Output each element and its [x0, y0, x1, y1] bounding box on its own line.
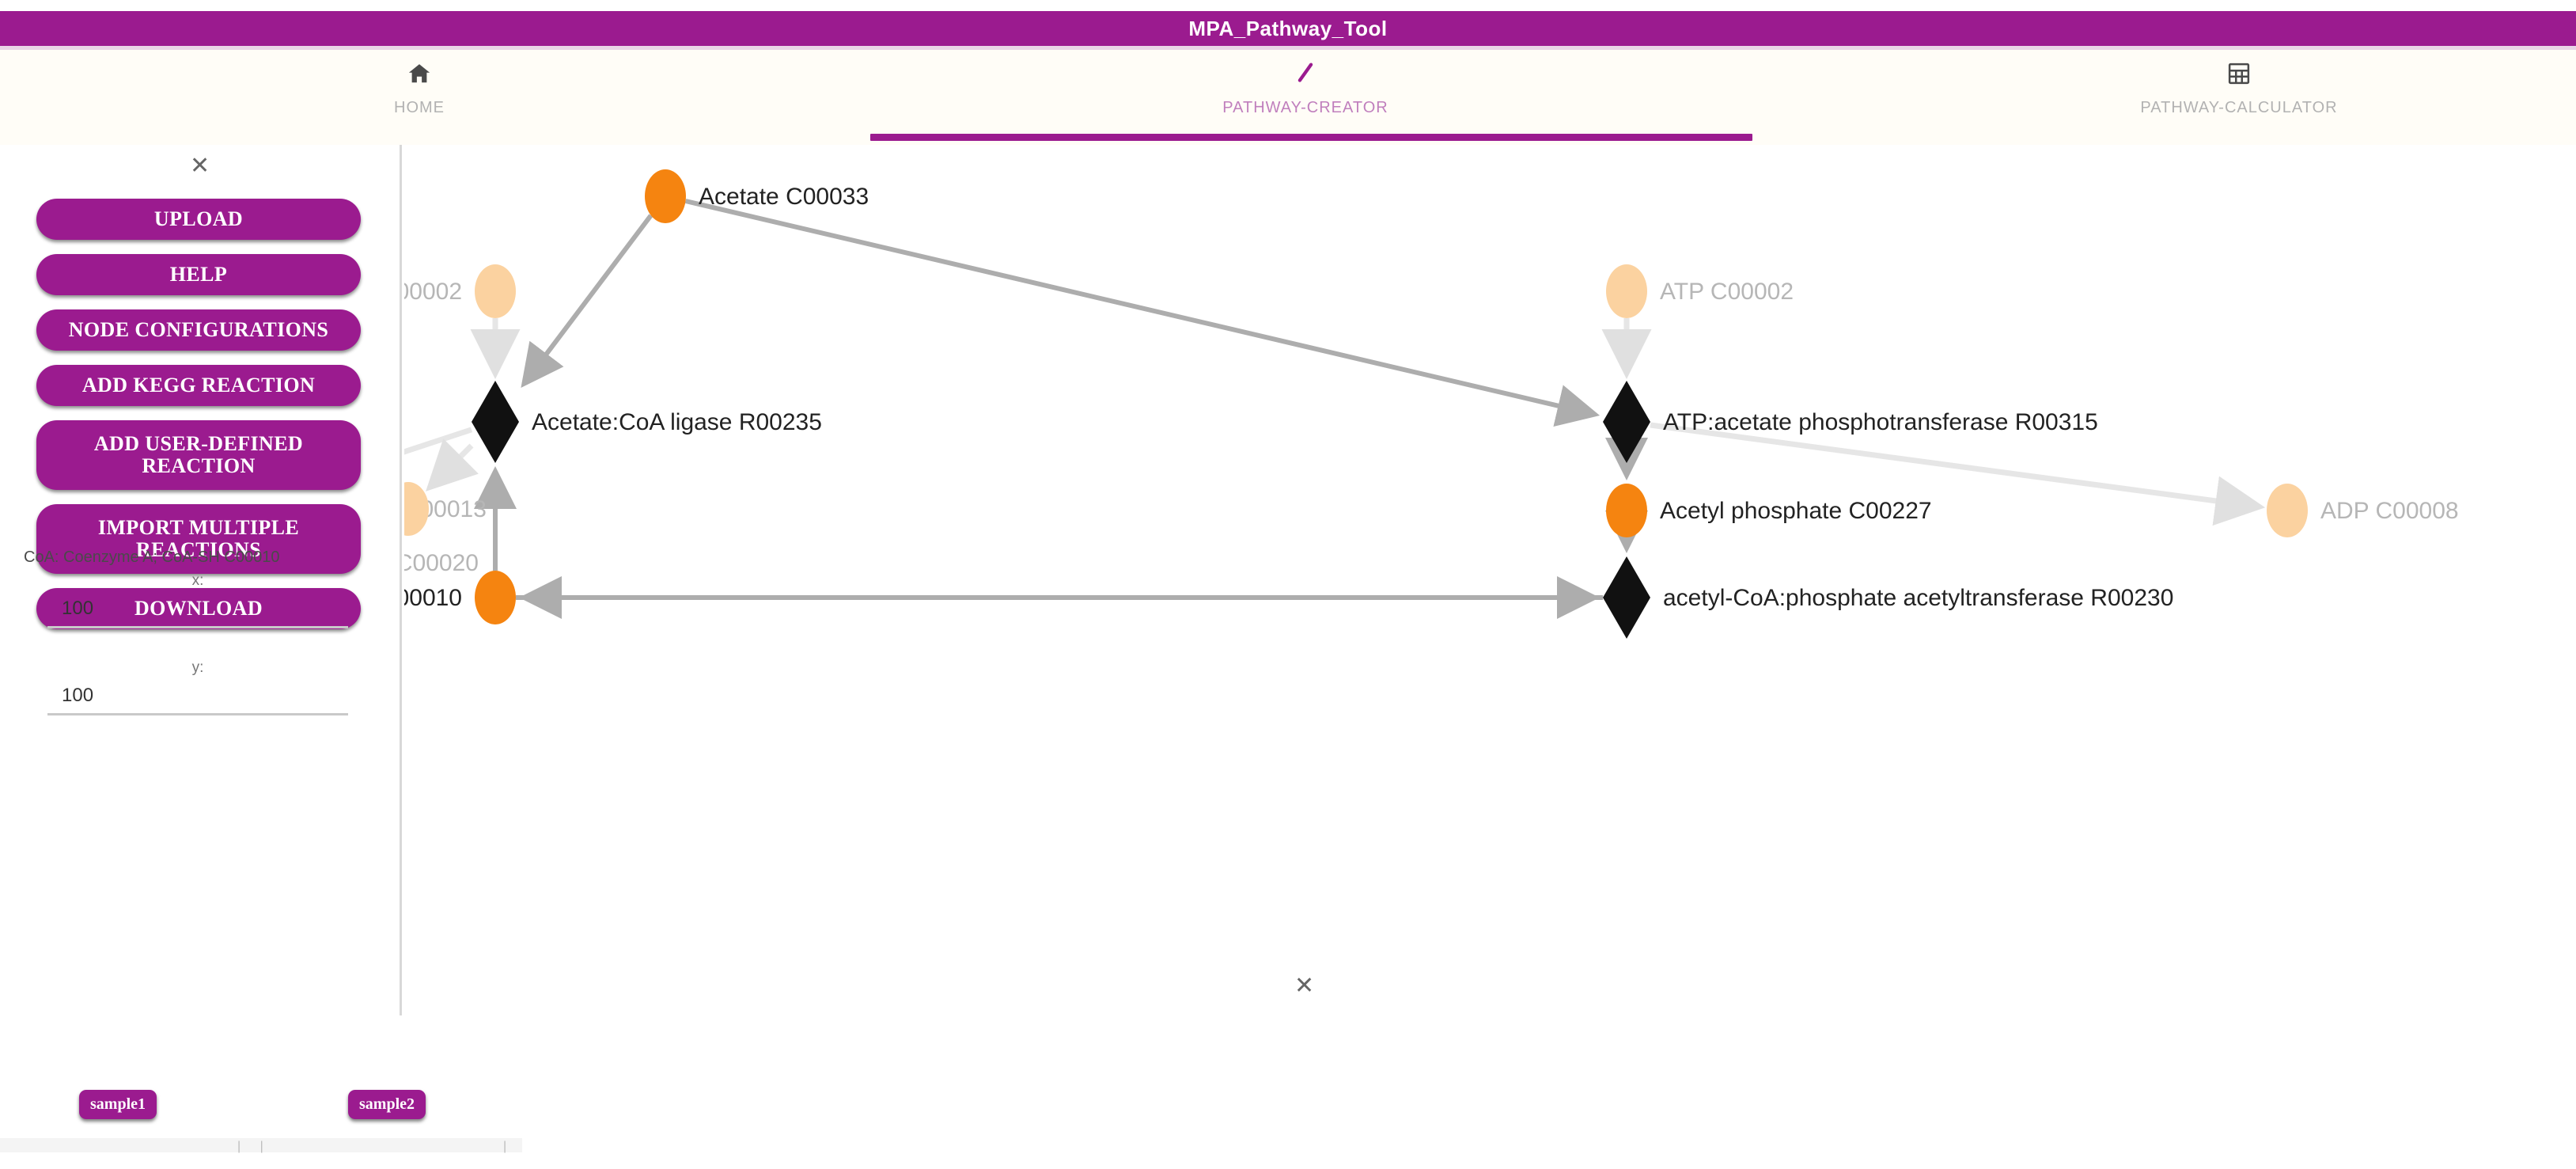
canvas-close-icon[interactable]: ✕	[1294, 973, 1315, 999]
graph-edge	[684, 199, 1601, 427]
node-layer: Acetate C00033ATP C00002 ATP C00002Acetat…	[404, 169, 2459, 639]
metabolite-node[interactable]: Acetate C00033	[645, 169, 869, 223]
metabolite-circle[interactable]	[2267, 484, 2308, 537]
import-multiple-reactions-button[interactable]: IMPORT MULTIPLE REACTIONS	[36, 504, 361, 574]
nav-item-pathway-calculator[interactable]: PATHWAY-CALCULATOR	[2101, 58, 2377, 117]
coenzyme-legend-text: CoA: Coenzyme A; CoA-SH C00010	[24, 548, 280, 566]
metabolite-node[interactable]: AMP C00020	[404, 482, 479, 576]
nav-item-pathway-creator[interactable]: PATHWAY-CREATOR	[1187, 58, 1424, 117]
metabolite-circle[interactable]	[404, 482, 429, 536]
node-label: AMP C00020	[404, 550, 479, 576]
add-user-defined-reaction-button[interactable]: ADD USER-DEFINED REACTION	[36, 420, 361, 490]
metabolite-node[interactable]: ADP C00008	[2267, 484, 2459, 537]
node-label: Coenzyme A C00010	[404, 585, 462, 611]
graph-edge	[1650, 422, 2266, 526]
help-button[interactable]: HELP	[36, 254, 361, 295]
horizontal-scrollbar[interactable]	[0, 1138, 522, 1152]
bottom-bar: sample1 sample2 | | |	[0, 1015, 2576, 1169]
metabolite-circle[interactable]	[475, 571, 516, 624]
metabolite-node[interactable]: Acetyl phosphate C00227	[1606, 484, 1932, 537]
scrollbar-tick-left: | |	[237, 1140, 271, 1153]
x-coordinate-field: x:	[47, 572, 348, 628]
y-coordinate-field: y:	[47, 659, 348, 715]
metabolite-circle[interactable]	[1606, 484, 1647, 537]
edge-layer	[404, 199, 2266, 619]
titlebar-shadow	[0, 46, 2576, 50]
reaction-diamond[interactable]	[1603, 556, 1650, 639]
metabolite-node[interactable]: ATP C00002	[404, 264, 516, 318]
y-coordinate-input[interactable]	[47, 681, 348, 715]
upload-button[interactable]: UPLOAD	[36, 199, 361, 240]
reaction-diamond[interactable]	[472, 381, 519, 463]
node-label: acetyl-CoA:phosphate acetyltransferase R…	[1663, 585, 2173, 611]
pathway-canvas[interactable]: Acetate C00033ATP C00002 ATP C00002Acetat…	[404, 145, 2576, 1015]
reaction-node[interactable]: Acetate:CoA ligase R00235	[472, 381, 822, 463]
reaction-diamond[interactable]	[1603, 381, 1650, 463]
reaction-node[interactable]: acetyl-CoA:phosphate acetyltransferase R…	[1603, 556, 2173, 639]
reaction-node[interactable]: ATP:acetate phosphotransferase R00315	[1603, 381, 2098, 463]
node-label: Acetate:CoA ligase R00235	[532, 409, 822, 435]
x-coordinate-input[interactable]	[47, 594, 348, 628]
top-navigation: HOME PATHWAY-CREATOR PATHWAY-CALCULA	[0, 50, 2576, 145]
node-configurations-button[interactable]: NODE CONFIGURATIONS	[36, 309, 361, 351]
node-label: ATP:acetate phosphotransferase R00315	[1663, 409, 2098, 435]
node-label: ATP C00002	[1660, 279, 1794, 305]
node-label: Acetate C00033	[699, 184, 869, 210]
nav-label-home: HOME	[394, 99, 445, 116]
scrollbar-tick-right: |	[503, 1140, 507, 1153]
x-coordinate-label: x:	[191, 572, 204, 589]
sidebar-close-icon[interactable]: ✕	[190, 153, 210, 179]
node-label: ATP C00002	[404, 279, 462, 305]
home-icon	[406, 58, 433, 89]
nav-label-pathway-calculator: PATHWAY-CALCULATOR	[2140, 99, 2338, 116]
sample-badge-sample1[interactable]: sample1	[79, 1090, 157, 1119]
node-label: ADP C00008	[2320, 498, 2459, 524]
node-label: Acetyl phosphate C00227	[1660, 498, 1932, 524]
graph-edge	[426, 438, 479, 492]
grid-table-icon	[2227, 58, 2251, 89]
nav-item-home[interactable]: HOME	[360, 58, 479, 117]
graph-edge	[521, 214, 653, 389]
app-title: MPA_Pathway_Tool	[1188, 16, 1388, 40]
left-sidebar: ✕ UPLOAD HELP NODE CONFIGURATIONS ADD KE…	[0, 145, 402, 1015]
active-tab-underline	[870, 134, 1752, 141]
window-titlebar: MPA_Pathway_Tool	[0, 11, 2576, 46]
pencil-icon	[1292, 58, 1319, 89]
sample-badge-sample2[interactable]: sample2	[348, 1090, 426, 1119]
nav-label-pathway-creator: PATHWAY-CREATOR	[1222, 99, 1388, 116]
metabolite-circle[interactable]	[645, 169, 686, 223]
metabolite-node[interactable]: Coenzyme A C00010	[404, 571, 516, 624]
y-coordinate-label: y:	[191, 659, 204, 676]
add-kegg-reaction-button[interactable]: ADD KEGG REACTION	[36, 365, 361, 406]
metabolite-circle[interactable]	[1606, 264, 1647, 318]
metabolite-circle[interactable]	[475, 264, 516, 318]
pathway-graph[interactable]: Acetate C00033ATP C00002 ATP C00002Acetat…	[404, 145, 2576, 1015]
metabolite-node[interactable]: ATP C00002	[1606, 264, 1794, 318]
